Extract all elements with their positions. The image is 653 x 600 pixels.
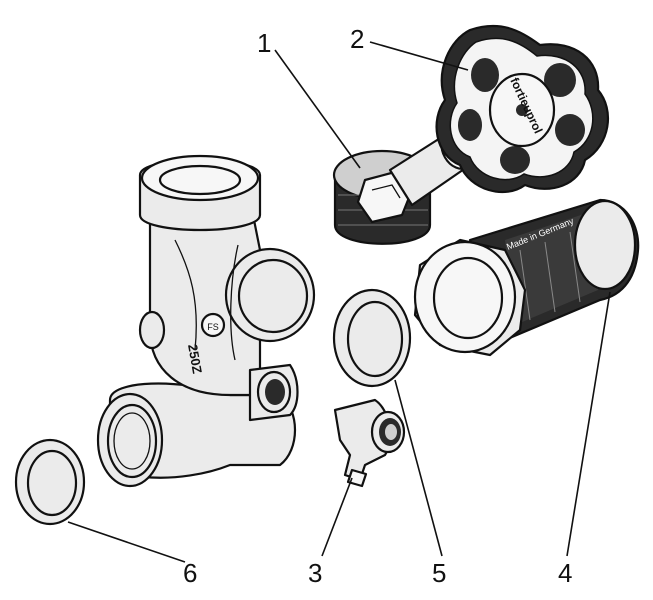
part-4-union-nut: Made in Germany [413,198,640,357]
part-2-handwheel: fortieuprol [435,25,610,194]
leader-line-1 [274,49,361,169]
leader-line-2 [369,41,469,71]
callout-labels: 1 2 3 4 5 6 [183,24,572,588]
leader-line-4 [566,291,611,557]
leader-lines [67,41,611,563]
callout-5: 5 [432,558,446,588]
part-5-seal-ring [332,288,412,388]
valve-logo-icon: FS [207,322,219,332]
callout-6: 6 [183,558,197,588]
callout-2: 2 [350,24,364,54]
hub-screw-icon [516,104,528,116]
part-6-seal-ring [14,438,86,526]
leader-line-3 [321,477,353,557]
leader-line-6 [67,521,186,563]
part-3-drain-elbow [333,398,406,488]
callout-1: 1 [257,28,271,58]
callout-3: 3 [308,558,322,588]
leader-line-5 [394,379,443,557]
valve-body: FS 250Z [96,154,316,488]
valve-body-stamp: 250Z [185,343,205,375]
callout-4: 4 [558,558,572,588]
